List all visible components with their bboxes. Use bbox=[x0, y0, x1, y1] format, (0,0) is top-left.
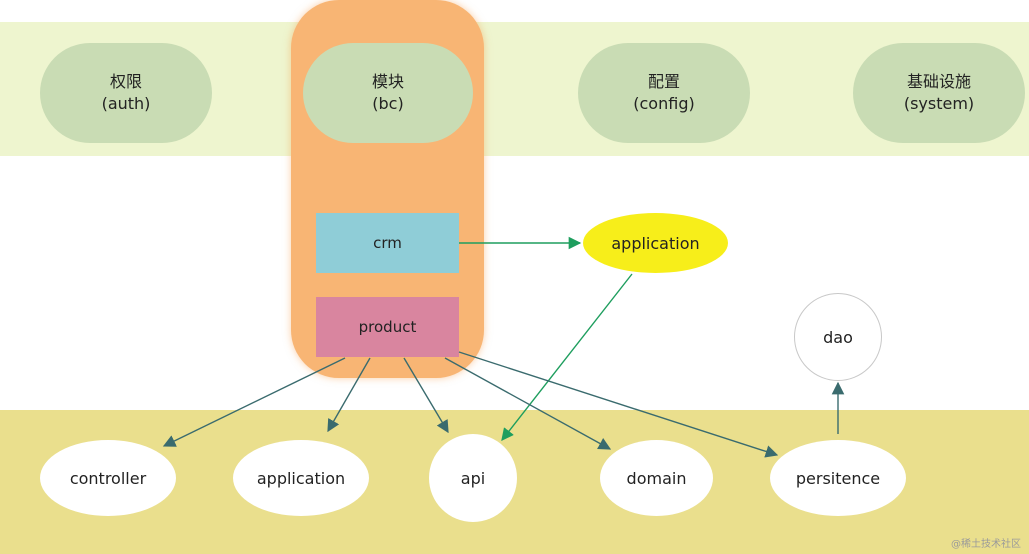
config-name: 配置 bbox=[647, 72, 680, 91]
bc-code: (bc) bbox=[372, 94, 404, 113]
auth-name: 权限 bbox=[109, 72, 142, 91]
arrow-product-to-application bbox=[327, 357, 371, 433]
application-layer-label: application bbox=[256, 468, 346, 488]
persistence-label: persitence bbox=[795, 468, 881, 488]
application-layer-node: application bbox=[233, 440, 369, 516]
bc-pill: 模块 (bc) bbox=[303, 43, 473, 143]
arrow-product-to-persistence bbox=[458, 351, 779, 458]
system-pill: 基础设施 (system) bbox=[853, 43, 1025, 143]
auth-code: (auth) bbox=[101, 94, 151, 113]
arrow-product-to-api bbox=[403, 357, 449, 434]
persistence-node: persitence bbox=[770, 440, 906, 516]
system-name: 基础设施 bbox=[906, 72, 971, 91]
controller-label: controller bbox=[69, 468, 147, 488]
arrow-application-to-api bbox=[501, 273, 633, 441]
config-code: (config) bbox=[633, 94, 695, 113]
api-label: api bbox=[460, 468, 486, 488]
dao-label: dao bbox=[823, 327, 853, 347]
controller-node: controller bbox=[40, 440, 176, 516]
api-node: api bbox=[429, 434, 517, 522]
config-pill: 配置 (config) bbox=[578, 43, 750, 143]
application-node-label: application bbox=[611, 233, 700, 253]
watermark: @稀土技术社区 bbox=[951, 539, 1021, 550]
product-label: product bbox=[358, 318, 417, 336]
crm-label: crm bbox=[373, 234, 402, 252]
domain-node: domain bbox=[600, 440, 713, 516]
crm-box: crm bbox=[316, 213, 459, 273]
application-node: application bbox=[583, 213, 728, 273]
arrow-product-to-controller bbox=[162, 357, 346, 447]
domain-label: domain bbox=[626, 468, 687, 488]
dao-node: dao bbox=[794, 293, 882, 381]
bc-name: 模块 bbox=[371, 72, 404, 91]
auth-pill: 权限 (auth) bbox=[40, 43, 212, 143]
system-code: (system) bbox=[903, 94, 975, 113]
arrow-product-to-domain bbox=[444, 357, 612, 450]
product-box: product bbox=[316, 297, 459, 357]
